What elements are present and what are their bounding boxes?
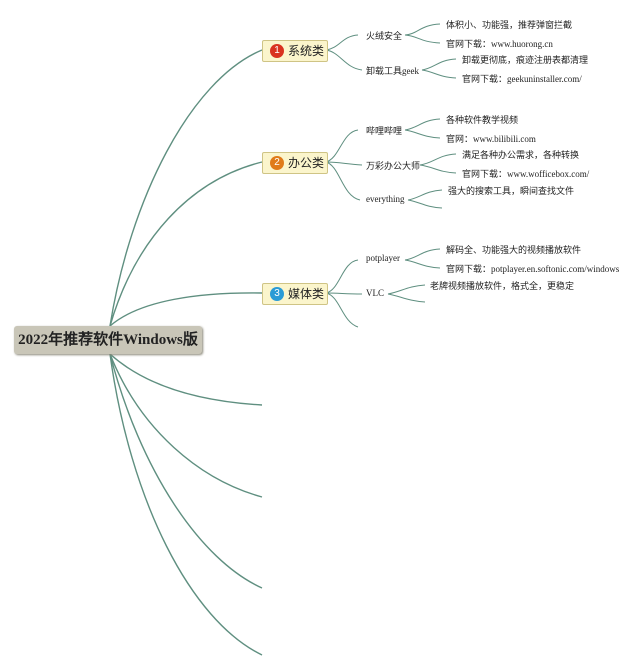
edge-bilibili-detail-2 (404, 129, 441, 139)
edge-root-system (109, 49, 263, 327)
detail-wancai-2: 官网下载：www.wofficebox.com/ (462, 169, 590, 179)
edge-system-huorong (325, 34, 359, 51)
edge-bilibili-detail-1 (404, 118, 441, 131)
root-node[interactable]: 2022年推荐软件Windows版 (14, 326, 202, 354)
category-office[interactable]: 2 办公类 (262, 152, 328, 174)
edge-potplayer-detail-1 (404, 248, 441, 261)
detail-geek-1: 卸载更彻底，痕迹注册表都清理 (462, 55, 589, 65)
detail-vlc-1: 老牌视频播放软件，格式全，更稳定 (430, 281, 575, 291)
edge-everything-detail-2 (407, 199, 443, 209)
detail-huorong-2: 官网下载：www.huorong.cn (446, 39, 553, 49)
edge-huorong-detail-1 (404, 23, 441, 36)
detail-bilibili-2: 官网：www.bilibili.com (446, 134, 536, 144)
detail-huorong-1: 体积小、功能强，推荐弹窗拦截 (446, 20, 573, 30)
detail-wancai-1: 满足各种办公需求，各种转换 (462, 150, 580, 160)
category-media[interactable]: 3 媒体类 (262, 283, 328, 305)
edge-office-everything (325, 161, 361, 201)
detail-potplayer-2: 官网下载：potplayer.en.softonic.com/windows (446, 264, 620, 274)
edge-media-empty (325, 292, 359, 328)
detail-potplayer-1: 解码全、功能强大的视频播放软件 (446, 245, 582, 255)
edge-wancai-detail-1 (419, 153, 457, 166)
item-everything[interactable]: everything (366, 194, 405, 204)
edge-system-geek (325, 49, 363, 71)
category-label: 办公类 (288, 156, 325, 170)
item-bilibili[interactable]: 哔哩哔哩 (366, 126, 403, 136)
edge-geek-detail-1 (421, 58, 457, 71)
edge-root-media (109, 292, 263, 327)
edge-everything-detail-1 (407, 189, 443, 201)
root-branches (109, 49, 263, 656)
number-badge: 1 (270, 44, 284, 58)
item-geek[interactable]: 卸载工具geek (366, 66, 419, 76)
category-label: 系统类 (288, 44, 325, 58)
edge-office-bilibili (325, 129, 359, 163)
category-label: 媒体类 (288, 287, 325, 301)
item-wancai[interactable]: 万彩办公大师 (366, 161, 421, 171)
edge-huorong-detail-2 (404, 34, 441, 44)
sub-branches (325, 23, 457, 328)
edge-root-office (109, 161, 263, 327)
edge-root-empty-1 (109, 353, 263, 406)
edge-root-empty-2 (109, 353, 263, 498)
edge-media-vlc (325, 292, 363, 295)
edge-vlc-detail-2 (387, 293, 426, 303)
category-system[interactable]: 1 系统类 (262, 40, 328, 62)
edge-vlc-detail-1 (387, 284, 426, 295)
detail-bilibili-1: 各种软件教学视频 (446, 115, 519, 125)
number-badge: 3 (270, 287, 284, 301)
item-potplayer[interactable]: potplayer (366, 253, 400, 263)
detail-geek-2: 官网下载：geekuninstaller.com/ (462, 74, 582, 84)
edge-wancai-detail-2 (419, 164, 457, 174)
item-huorong[interactable]: 火绒安全 (366, 31, 403, 41)
item-vlc[interactable]: VLC (366, 288, 384, 298)
number-badge: 2 (270, 156, 284, 170)
edge-root-empty-3 (109, 353, 263, 589)
edge-root-empty-4 (109, 353, 263, 656)
edge-media-potplayer (325, 259, 359, 294)
detail-everything-1: 强大的搜索工具，瞬间查找文件 (448, 186, 575, 196)
edge-office-wancai (325, 161, 363, 166)
edge-geek-detail-2 (421, 69, 457, 79)
edge-potplayer-detail-2 (404, 259, 441, 269)
